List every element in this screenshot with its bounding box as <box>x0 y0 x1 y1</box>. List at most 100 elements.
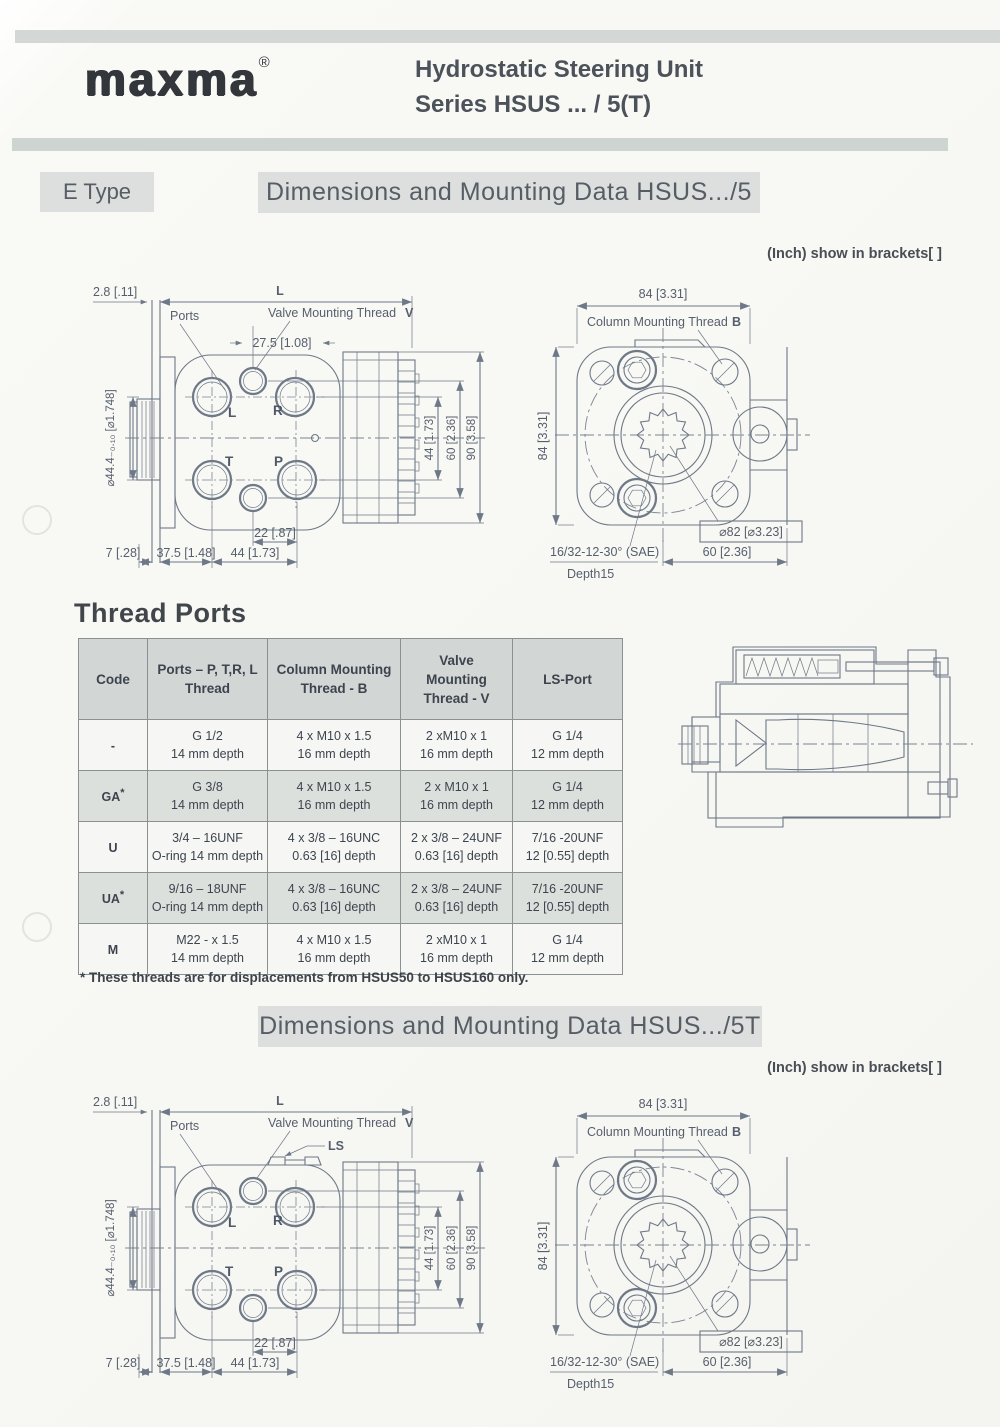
cell-line: 0.63 [16] depth <box>414 849 499 863</box>
valve-thread-label: Valve Mounting Thread <box>268 306 396 320</box>
col-column-line1: Column Mounting <box>276 662 392 677</box>
dim-height: 84 [3.31] <box>536 412 550 461</box>
port-l-label: L <box>228 405 236 420</box>
cell-line: 16 mm depth <box>297 747 371 761</box>
dim-length: L <box>276 1094 284 1108</box>
cell-line: 12 [0.55] depth <box>525 900 610 914</box>
cell-line: 9/16 – 18UNF <box>168 882 247 896</box>
col-valve-line1: Valve <box>439 652 474 668</box>
side-view-drawing-2: 2.8 [.11] L Ports Valve Mounting Thread … <box>93 1094 485 1378</box>
port-p-label: P <box>274 1264 283 1279</box>
col-ls-port: LS-Port <box>512 638 623 720</box>
cell-line: 4 x M10 x 1.5 <box>296 780 372 794</box>
dim-bolt-circle: ⌀82 [⌀3.23] <box>719 525 783 539</box>
registered-mark: ® <box>258 54 270 71</box>
ls-cell: 7/16 -20UNF 12 [0.55] depth <box>512 821 623 873</box>
code-sup: * <box>120 787 125 800</box>
dim-60: 60 [2.36] <box>703 545 752 559</box>
dim-7: 7 [.28] <box>106 1356 141 1370</box>
cell-line: 4 x 3/8 – 16UNC <box>287 831 381 845</box>
code-value: UA <box>101 892 120 907</box>
valve-thread-letter: V <box>405 1116 414 1130</box>
column-thread-letter: B <box>732 315 741 329</box>
dim-plate-thickness: 2.8 [.11] <box>93 1095 137 1109</box>
cell-line: 14 mm depth <box>171 951 244 965</box>
cell-line: G 1/4 <box>552 729 583 743</box>
col-valve-line3: Thread - V <box>423 690 490 706</box>
inch-note-2: (Inch) show in brackets[ ] <box>767 1060 942 1076</box>
port-t-label: T <box>225 1264 234 1279</box>
cell-line: 12 mm depth <box>531 798 604 812</box>
dim-port-spacing-v: 44 [1.73] <box>424 1226 436 1271</box>
gear-teeth <box>398 1180 420 1314</box>
cell-line: 2 x M10 x 1 <box>424 780 489 794</box>
valve-cell: 2 x 3/8 – 24UNF 0.63 [16] depth <box>400 872 513 924</box>
hole-punch-mark <box>22 912 52 942</box>
dim-plate-thickness: 2.8 [.11] <box>93 285 137 299</box>
dim-37-5: 37.5 [1.48] <box>156 1356 215 1370</box>
document-title: Hydrostatic Steering Unit Series HSUS ..… <box>415 52 703 122</box>
dim-7: 7 [.28] <box>106 546 141 560</box>
code-value: GA <box>101 790 121 805</box>
cell-line: G 1/2 <box>192 729 223 743</box>
col-valve-line2: Mounting <box>426 671 487 687</box>
title-line1: Hydrostatic Steering Unit <box>415 56 704 83</box>
cell-line: 2 xM10 x 1 <box>425 933 488 947</box>
column-cell: 4 x M10 x 1.5 16 mm depth <box>267 770 401 822</box>
ports-label: Ports <box>170 309 199 323</box>
cell-line: 0.63 [16] depth <box>414 900 499 914</box>
cell-line: 2 x 3/8 – 24UNF <box>410 882 502 896</box>
dim-22: 22 [.87] <box>254 1336 296 1350</box>
type-label: E Type <box>40 172 154 212</box>
dim-bolt-circle: ⌀82 [⌀3.23] <box>719 1335 783 1349</box>
cell-line: 7/16 -20UNF <box>531 831 604 845</box>
cell-line: 16 mm depth <box>297 798 371 812</box>
dim-height: 84 [3.31] <box>536 1222 550 1271</box>
brand-logo: maxma® <box>85 52 270 106</box>
valve-thread-label: Valve Mounting Thread <box>268 1116 396 1130</box>
dim-width: 84 [3.31] <box>639 1097 688 1111</box>
column-cell: 4 x 3/8 – 16UNC 0.63 [16] depth <box>267 821 401 873</box>
front-view-drawing-1: 84 [3.31] Column Mounting Thread B 84 [3… <box>536 287 810 581</box>
spline-spec-label: 16/32-12-30° (SAE) <box>550 545 659 559</box>
port-p-label: P <box>274 454 283 469</box>
ls-port-label: LS <box>328 1139 344 1153</box>
dim-body-height: 90 [3.58] <box>466 1226 478 1271</box>
cell-line: 12 [0.55] depth <box>525 849 610 863</box>
dim-44-bottom: 44 [1.73] <box>231 546 280 560</box>
dim-shaft-diameter: ⌀44.4₋₀.₁₀ [⌀1.748] <box>105 1199 117 1296</box>
code-value: M <box>107 943 119 958</box>
side-view-drawing-1: 2.8 [.11] L Ports Valve Mounting Thread … <box>93 284 485 568</box>
cross-section-drawing <box>678 646 973 828</box>
header-divider-bar <box>12 138 948 151</box>
dim-width: 84 [3.31] <box>639 287 688 301</box>
column-thread-letter: B <box>732 1125 741 1139</box>
column-thread-label: Column Mounting Thread <box>587 1125 728 1139</box>
port-l-label: L <box>228 1215 236 1230</box>
ports-label: Ports <box>170 1119 199 1133</box>
dim-valve-offset: 27.5 [1.08] <box>252 336 311 350</box>
code-value: - <box>110 739 116 754</box>
dim-22: 22 [.87] <box>254 526 296 540</box>
brand-logo-text: maxma <box>85 53 259 105</box>
cell-line: 4 x M10 x 1.5 <box>296 933 372 947</box>
cell-line: 0.63 [16] depth <box>292 849 376 863</box>
